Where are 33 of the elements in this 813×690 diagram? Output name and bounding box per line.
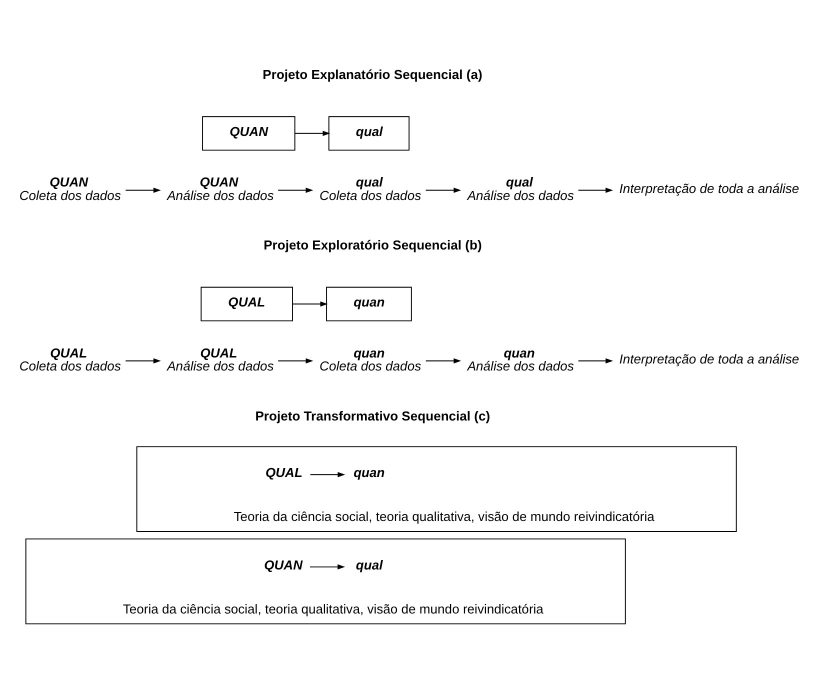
node-text: QUAL Análise dos dados: [167, 344, 274, 373]
node-text: qual: [356, 556, 383, 572]
arrow: [578, 187, 614, 192]
node-text: QUAN Coleta dos dados: [19, 174, 121, 202]
node-box: qual: [328, 116, 410, 150]
label: Projeto Transformativo Sequencial (c): [255, 408, 490, 423]
label: Projeto Explanatório Sequencial (a): [262, 66, 482, 82]
arrow: [425, 187, 462, 192]
arrow: [310, 472, 346, 477]
node-text: quan Coleta dos dados: [320, 344, 422, 373]
arrow: [125, 187, 161, 192]
arrow: [294, 130, 330, 136]
node-text: QUAN Análise dos dados: [167, 174, 274, 202]
node-text: QUAN: [264, 556, 303, 572]
node-text: QUAL Coleta dos dados: [19, 344, 121, 373]
node-text: QUAL: [265, 464, 302, 480]
node-text: Interpretação de toda a análise: [619, 180, 800, 196]
arrow: [310, 564, 346, 570]
arrow: [278, 187, 314, 192]
node-text: qual Coleta dos dados: [320, 174, 422, 202]
arrow: [125, 358, 161, 363]
arrow: [578, 358, 614, 363]
arrow: [292, 300, 328, 306]
node-box: QUAN: [202, 116, 296, 150]
node-text: qual Análise dos dados: [467, 174, 574, 202]
arrow: [425, 358, 462, 363]
node-box: QUAL: [200, 286, 293, 321]
label: Projeto Exploratório Sequencial (b): [264, 237, 482, 252]
node-box: quan: [326, 286, 412, 321]
arrow: [278, 358, 314, 363]
node-text: quan Análise dos dados: [467, 344, 574, 373]
node-text: Interpretação de toda a análise: [619, 350, 800, 366]
node-text: quan: [354, 464, 385, 480]
